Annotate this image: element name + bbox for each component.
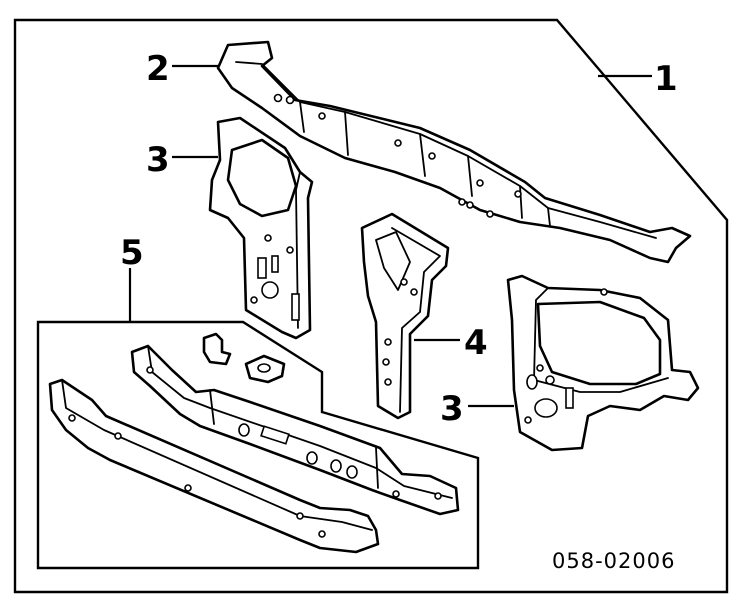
side-support-hole: [526, 374, 538, 390]
crossmember-hole: [114, 432, 122, 440]
callout-3-right: 3: [440, 389, 464, 429]
crossmember-hole: [184, 484, 192, 492]
tie-bar-hole: [285, 95, 295, 105]
tie-bar-hole: [238, 423, 250, 437]
center-stay: [360, 212, 450, 420]
crossmember-hole: [318, 530, 326, 538]
tie-bar-hole: [458, 198, 466, 206]
tie-bar-hole: [346, 465, 358, 479]
right-side-support: [506, 274, 700, 452]
assembly-frame: [13, 18, 729, 594]
callout-4: 4: [464, 323, 488, 363]
stay-hole: [382, 358, 390, 366]
callout-2: 2: [146, 49, 170, 89]
side-support-hole: [536, 364, 544, 372]
lower-crossmember: [48, 378, 380, 554]
side-support-hole: [545, 375, 555, 385]
tie-bar-hole: [466, 201, 474, 209]
tie-bar-hole: [434, 492, 442, 500]
side-support-slot: [257, 257, 267, 279]
tie-bar-hole: [394, 139, 402, 147]
lower-group-frame: [36, 320, 480, 570]
tie-bar-hole: [318, 112, 326, 120]
tie-bar-hole: [146, 366, 154, 374]
rubber-mount: [244, 354, 286, 384]
callout-5: 5: [120, 233, 144, 273]
crossmember-hole: [296, 512, 304, 520]
stay-hole: [384, 378, 392, 386]
side-support-hole: [286, 246, 294, 254]
stay-hole: [400, 278, 408, 286]
tie-bar-hole: [330, 459, 342, 473]
tie-bar-hole: [392, 490, 400, 498]
diagram-code: 058-02006: [552, 549, 675, 573]
side-support-slot: [271, 255, 279, 273]
mount-hole: [257, 363, 271, 373]
side-support-hole: [600, 288, 608, 296]
tie-bar-hole: [514, 190, 522, 198]
tie-bar-hole: [486, 210, 494, 218]
side-support-slot: [291, 293, 300, 321]
upper-tie-bar: [216, 40, 692, 264]
tie-bar-hole: [428, 152, 436, 160]
lower-tie-bar: [130, 344, 460, 516]
left-side-support: [208, 116, 314, 340]
side-support-hole: [264, 234, 272, 242]
side-support-hole: [534, 398, 558, 418]
tie-bar-slot: [260, 425, 290, 445]
callout-3-left: 3: [146, 140, 170, 180]
tie-bar-hole: [476, 179, 484, 187]
side-support-hole: [261, 281, 279, 299]
stay-hole: [384, 338, 392, 346]
crossmember-hole: [68, 414, 76, 422]
stay-hole: [410, 288, 418, 296]
side-support-hole: [250, 296, 258, 304]
tie-bar-hole: [273, 93, 283, 103]
side-support-hole: [524, 416, 532, 424]
side-support-slot: [565, 387, 574, 409]
callout-1: 1: [654, 59, 678, 99]
bracket-clip: [202, 332, 232, 366]
tie-bar-hole: [306, 451, 318, 465]
